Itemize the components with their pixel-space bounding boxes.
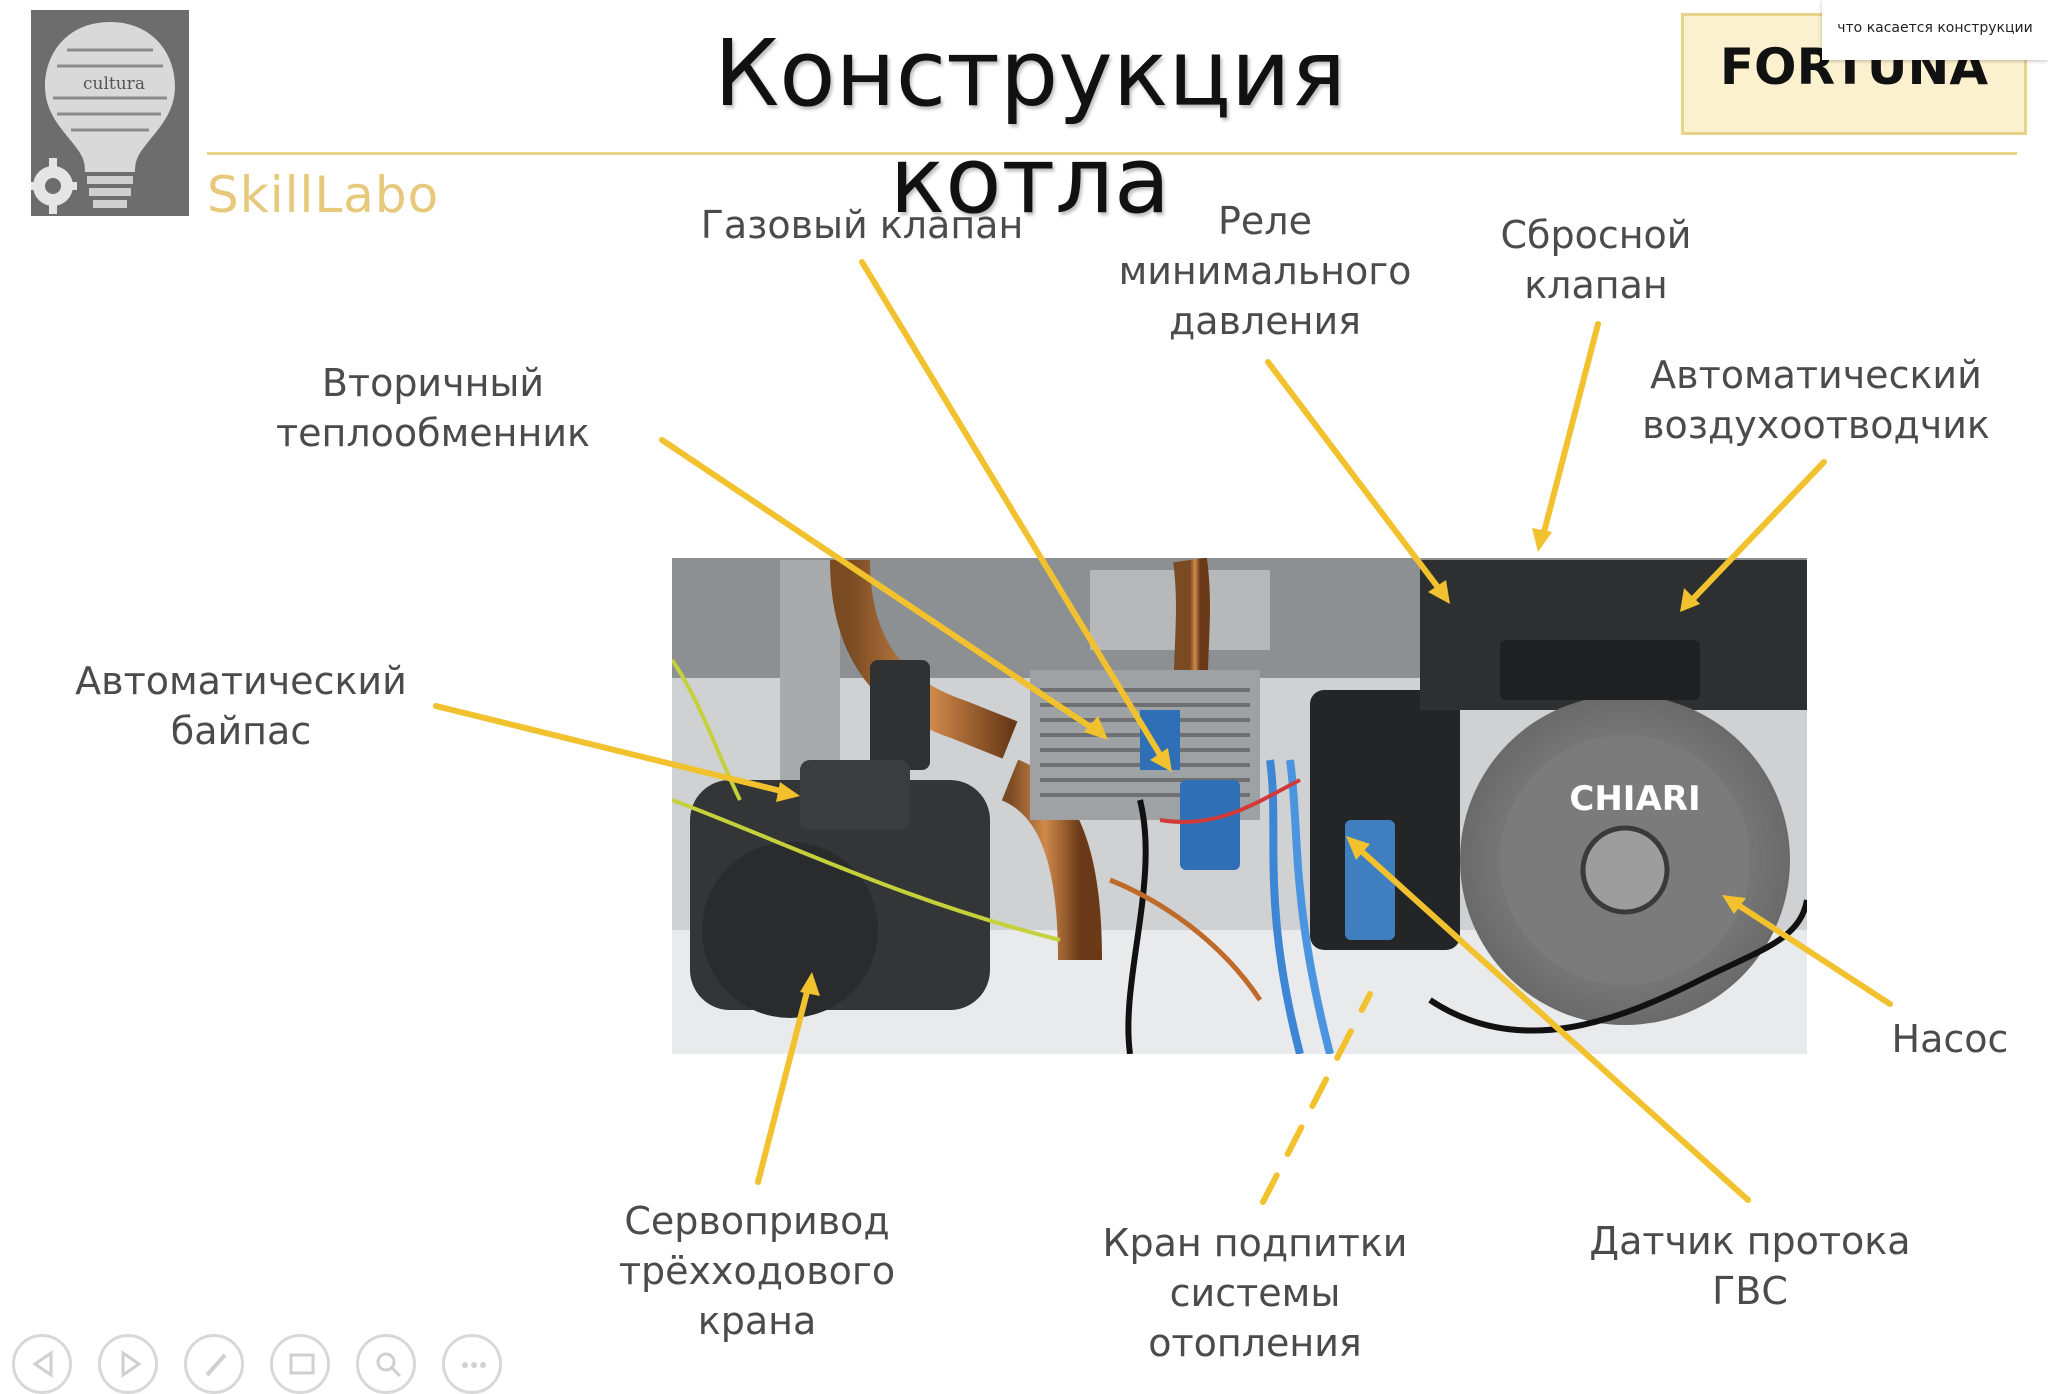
label-gas-valve: Газовый клапан [662,200,1062,250]
arrowhead [1428,580,1450,604]
arrowhead [1532,528,1552,552]
arrowhead [776,782,800,802]
label-pump: Насос [1860,1014,2040,1064]
label-air-vent: Автоматический воздухоотводчик [1626,350,2006,450]
callout-dhw-flow-sensor [1358,848,1748,1200]
more-options-button[interactable] [442,1334,502,1394]
more-icon [459,1349,489,1379]
label-fill-tap: Кран подпитки системы отопления [1080,1218,1430,1368]
arrowhead [800,972,820,996]
slides-icon [287,1349,317,1379]
callout-bypass [436,706,785,792]
presentation-toolbar [0,1330,540,1382]
pen-button[interactable] [184,1334,244,1394]
callout-air-vent [1692,462,1824,600]
previous-slide-button[interactable] [12,1334,72,1394]
arrowhead [1084,716,1108,740]
previous-icon [29,1349,59,1379]
label-servo-drive: Сервопривод трёхходового крана [592,1196,922,1346]
label-automatic-bypass: Автоматический байпас [56,656,426,756]
next-slide-button[interactable] [98,1334,158,1394]
next-icon [115,1349,145,1379]
callout-fill-tap [1263,994,1370,1202]
callout-min-pressure-relay [1268,362,1440,590]
label-relief-valve: Сбросной клапан [1456,210,1736,310]
callout-relief-valve [1543,324,1598,536]
callout-pump [1735,903,1890,1004]
zoom-icon [373,1349,403,1379]
pen-icon [201,1349,231,1379]
slides-button[interactable] [270,1334,330,1394]
zoom-button[interactable] [356,1334,416,1394]
label-dhw-flow-sensor: Датчик протока ГВС [1560,1216,1940,1316]
label-min-pressure-relay: Реле минимального давления [1100,196,1430,346]
callout-servo [758,988,808,1182]
label-secondary-heat-exchanger: Вторичный теплообменник [268,358,598,458]
callout-secondary-hx [662,440,1095,730]
